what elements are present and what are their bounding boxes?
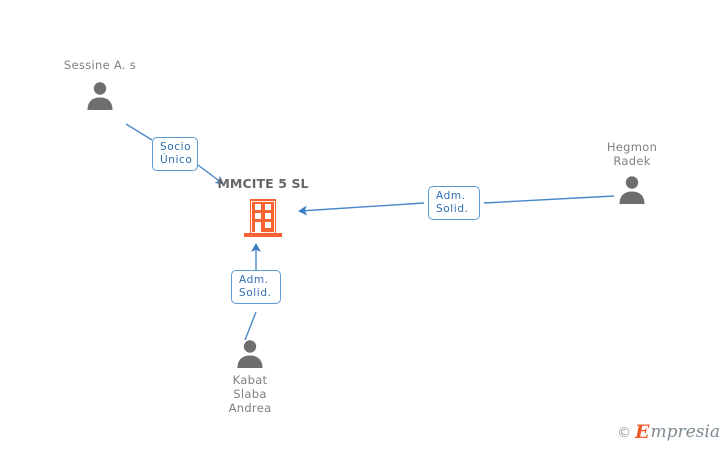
empresia-watermark: © E mpresia (617, 423, 720, 442)
company-name-label: MMCITE 5 SL (217, 176, 309, 191)
edge-hegmon-to-label (483, 195, 615, 204)
person-name-kabat: Kabat Slaba Andrea (228, 373, 272, 415)
edge-kabat-to-label (244, 311, 257, 341)
person-node-kabat[interactable]: Kabat Slaba Andrea (190, 338, 310, 415)
person-icon (237, 340, 263, 368)
relation-label-adm-solid-kabat[interactable]: Adm. Solid. (231, 270, 281, 304)
person-name-hegmon: Hegmon Radek (606, 140, 658, 168)
brand-name: mpresia (650, 422, 721, 442)
relation-label-socio-unico[interactable]: Socio Único (152, 137, 198, 171)
person-node-hegmon[interactable]: Hegmon Radek (572, 140, 692, 204)
person-icon (619, 176, 645, 204)
edge-label-to-company-right (298, 202, 425, 216)
person-icon (87, 82, 113, 110)
company-node-mmcite-5-sl[interactable]: MMCITE 5 SL (183, 177, 343, 239)
edge-sessine-to-company-part2 (197, 164, 224, 185)
copyright-icon: © (617, 424, 632, 441)
person-node-sessine[interactable]: Sessine A. s (40, 58, 160, 110)
edge-sessine-to-company-part1 (125, 123, 153, 141)
person-name-sessine: Sessine A. s (63, 58, 137, 72)
brand-initial: E (635, 421, 650, 443)
company-building-icon (244, 199, 282, 237)
relation-label-adm-solid-hegmon[interactable]: Adm. Solid. (428, 186, 480, 220)
